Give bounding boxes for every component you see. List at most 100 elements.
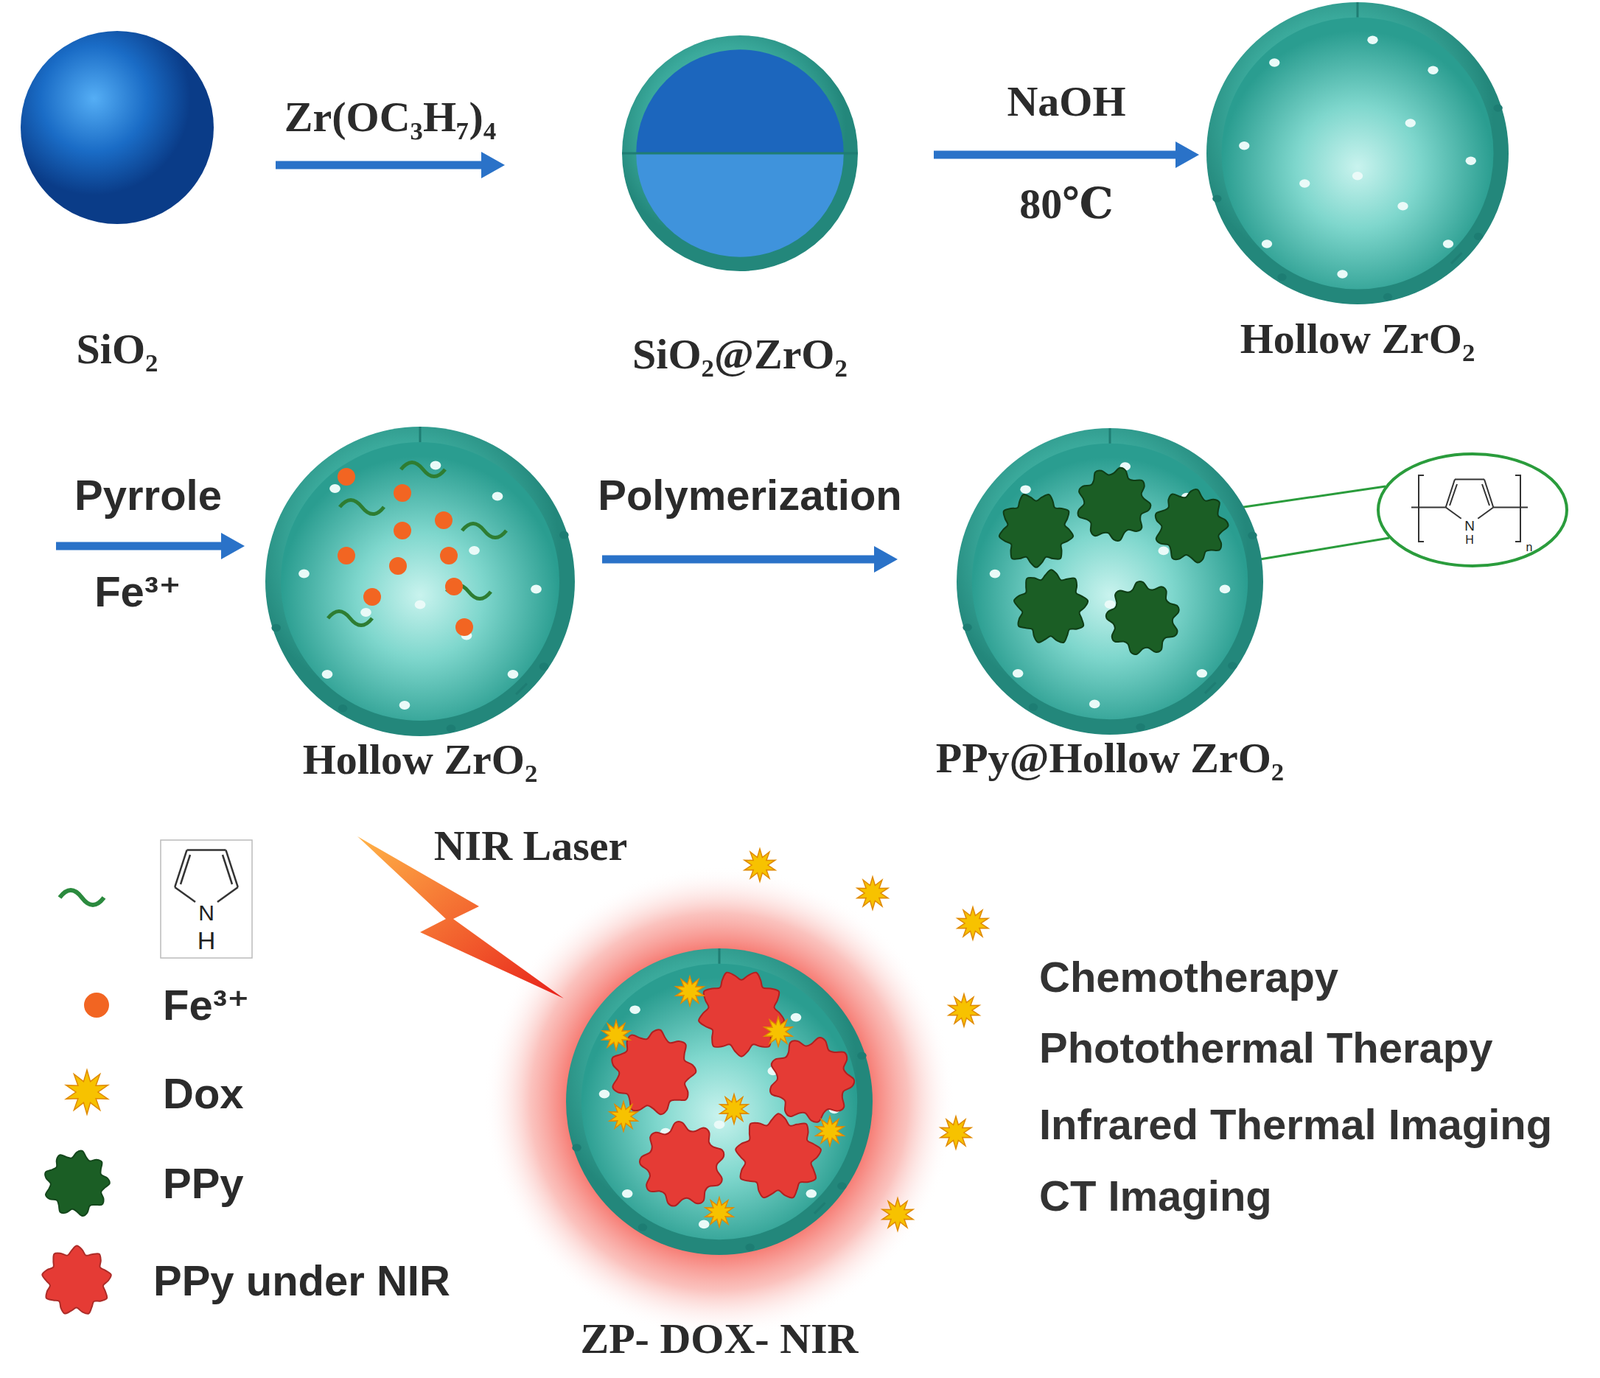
pore xyxy=(571,1143,581,1152)
pyrrole-squiggle xyxy=(59,890,104,906)
pore xyxy=(1352,171,1363,180)
particle-drawing xyxy=(956,428,1264,735)
particle-stage: SiO₂ xyxy=(5,30,276,376)
ppy-cluster xyxy=(1155,489,1229,564)
pore xyxy=(1443,239,1454,248)
pore xyxy=(714,1120,726,1130)
ppy-cluster xyxy=(999,494,1074,568)
pore xyxy=(1465,156,1477,166)
particle-drawing xyxy=(265,426,575,737)
stage-label: Hollow ZrO₂ xyxy=(1240,315,1476,363)
pore xyxy=(638,1223,648,1231)
annotation-text: Photothermal Therapy xyxy=(1039,1024,1494,1072)
particle xyxy=(20,30,214,225)
shell-seam xyxy=(515,683,527,695)
ppy-cluster-heated xyxy=(639,1121,724,1206)
pore xyxy=(1135,722,1145,731)
ppy-cluster xyxy=(1078,467,1152,541)
dox-molecule xyxy=(882,1198,914,1231)
pore xyxy=(329,484,341,494)
legend-swatch-frame xyxy=(39,1146,114,1221)
shell-seam xyxy=(1451,252,1462,264)
structure-frame xyxy=(160,840,253,959)
zirconia-shell xyxy=(1206,2,1509,305)
pore xyxy=(1383,293,1393,301)
pore xyxy=(338,704,348,713)
pyrrole-monomer xyxy=(462,523,507,538)
pore xyxy=(1019,484,1032,494)
pore xyxy=(399,700,411,710)
particle-stage: Hollow ZrO₂ xyxy=(244,426,603,787)
process-arrow xyxy=(602,555,879,564)
particle-drawing xyxy=(566,948,873,1256)
pore xyxy=(1196,669,1208,679)
pyrrole-monomer xyxy=(327,610,373,625)
pore xyxy=(1012,669,1024,679)
pore xyxy=(1261,239,1273,248)
iron-ion xyxy=(445,577,463,596)
annotation-text: Infrared Thermal Imaging xyxy=(1039,1101,1553,1149)
pore xyxy=(1397,201,1408,211)
pore xyxy=(698,1220,710,1230)
particle xyxy=(1206,2,1509,305)
legend-swatch xyxy=(44,1151,110,1217)
pore xyxy=(1336,269,1348,278)
legend-text: PPy under NIR xyxy=(153,1257,451,1305)
legend-swatch-frame xyxy=(59,968,134,1043)
ppy-cluster-heated xyxy=(770,1037,855,1123)
pore xyxy=(1277,273,1287,281)
pore xyxy=(559,531,569,540)
dox-molecule xyxy=(609,1101,638,1132)
pore xyxy=(492,492,504,502)
pore xyxy=(271,624,281,633)
particle-drawing xyxy=(1206,2,1509,305)
zirconia-shell xyxy=(265,426,575,737)
nir-glow xyxy=(483,865,956,1338)
pore xyxy=(1405,118,1416,127)
particle xyxy=(265,426,575,737)
particle-stage: ZP- DOX- NIR xyxy=(536,948,903,1366)
atom-symbol: n xyxy=(1526,540,1533,555)
callout-ellipse xyxy=(1378,453,1567,567)
ppy-cluster xyxy=(1106,581,1180,655)
atom-symbol: N xyxy=(198,900,215,925)
pore xyxy=(1247,531,1257,539)
pore xyxy=(1212,194,1222,202)
pore xyxy=(1473,232,1483,241)
pore xyxy=(599,1090,611,1099)
annotation-text: Chemotherapy xyxy=(1039,953,1339,1001)
legend-text: PPy xyxy=(162,1160,244,1208)
particle-stage: PPy@Hollow ZrO₂ xyxy=(897,428,1290,785)
pore xyxy=(446,724,457,733)
annotation-text: NIR Laser xyxy=(434,822,628,870)
annotation-text: CT Imaging xyxy=(1039,1172,1273,1220)
reagent-label: Zr(OC₃H₇)₄ xyxy=(284,93,496,141)
pore xyxy=(962,623,972,631)
zirconia-shell xyxy=(956,428,1264,735)
pore xyxy=(1158,546,1170,556)
pyrrole-monomer xyxy=(400,462,446,477)
pore xyxy=(298,569,310,579)
atom-symbol: H xyxy=(197,927,216,955)
stage-label: ZP- DOX- NIR xyxy=(580,1315,859,1363)
silica-core xyxy=(636,153,844,258)
dox-molecule xyxy=(948,994,980,1027)
stage-label: PPy@Hollow ZrO₂ xyxy=(935,734,1284,782)
pore xyxy=(1238,141,1250,150)
polypyrrole-structure xyxy=(1411,475,1528,542)
annotation-text: Pyrrole xyxy=(74,471,222,519)
zirconia-shell xyxy=(566,948,873,1256)
dox-molecule xyxy=(602,1020,631,1051)
dox-molecule xyxy=(857,877,889,910)
annotation-text: 80℃ xyxy=(1019,180,1114,228)
pore xyxy=(1219,585,1231,595)
pyrrole-structure xyxy=(174,850,239,903)
legend-swatch-frame xyxy=(39,1244,114,1318)
iron-ion xyxy=(337,467,356,486)
pore xyxy=(1089,700,1101,709)
pore xyxy=(414,600,426,610)
pore xyxy=(1227,661,1237,670)
silica-sphere xyxy=(20,30,214,225)
pore xyxy=(430,461,442,471)
iron-ion xyxy=(393,521,412,540)
